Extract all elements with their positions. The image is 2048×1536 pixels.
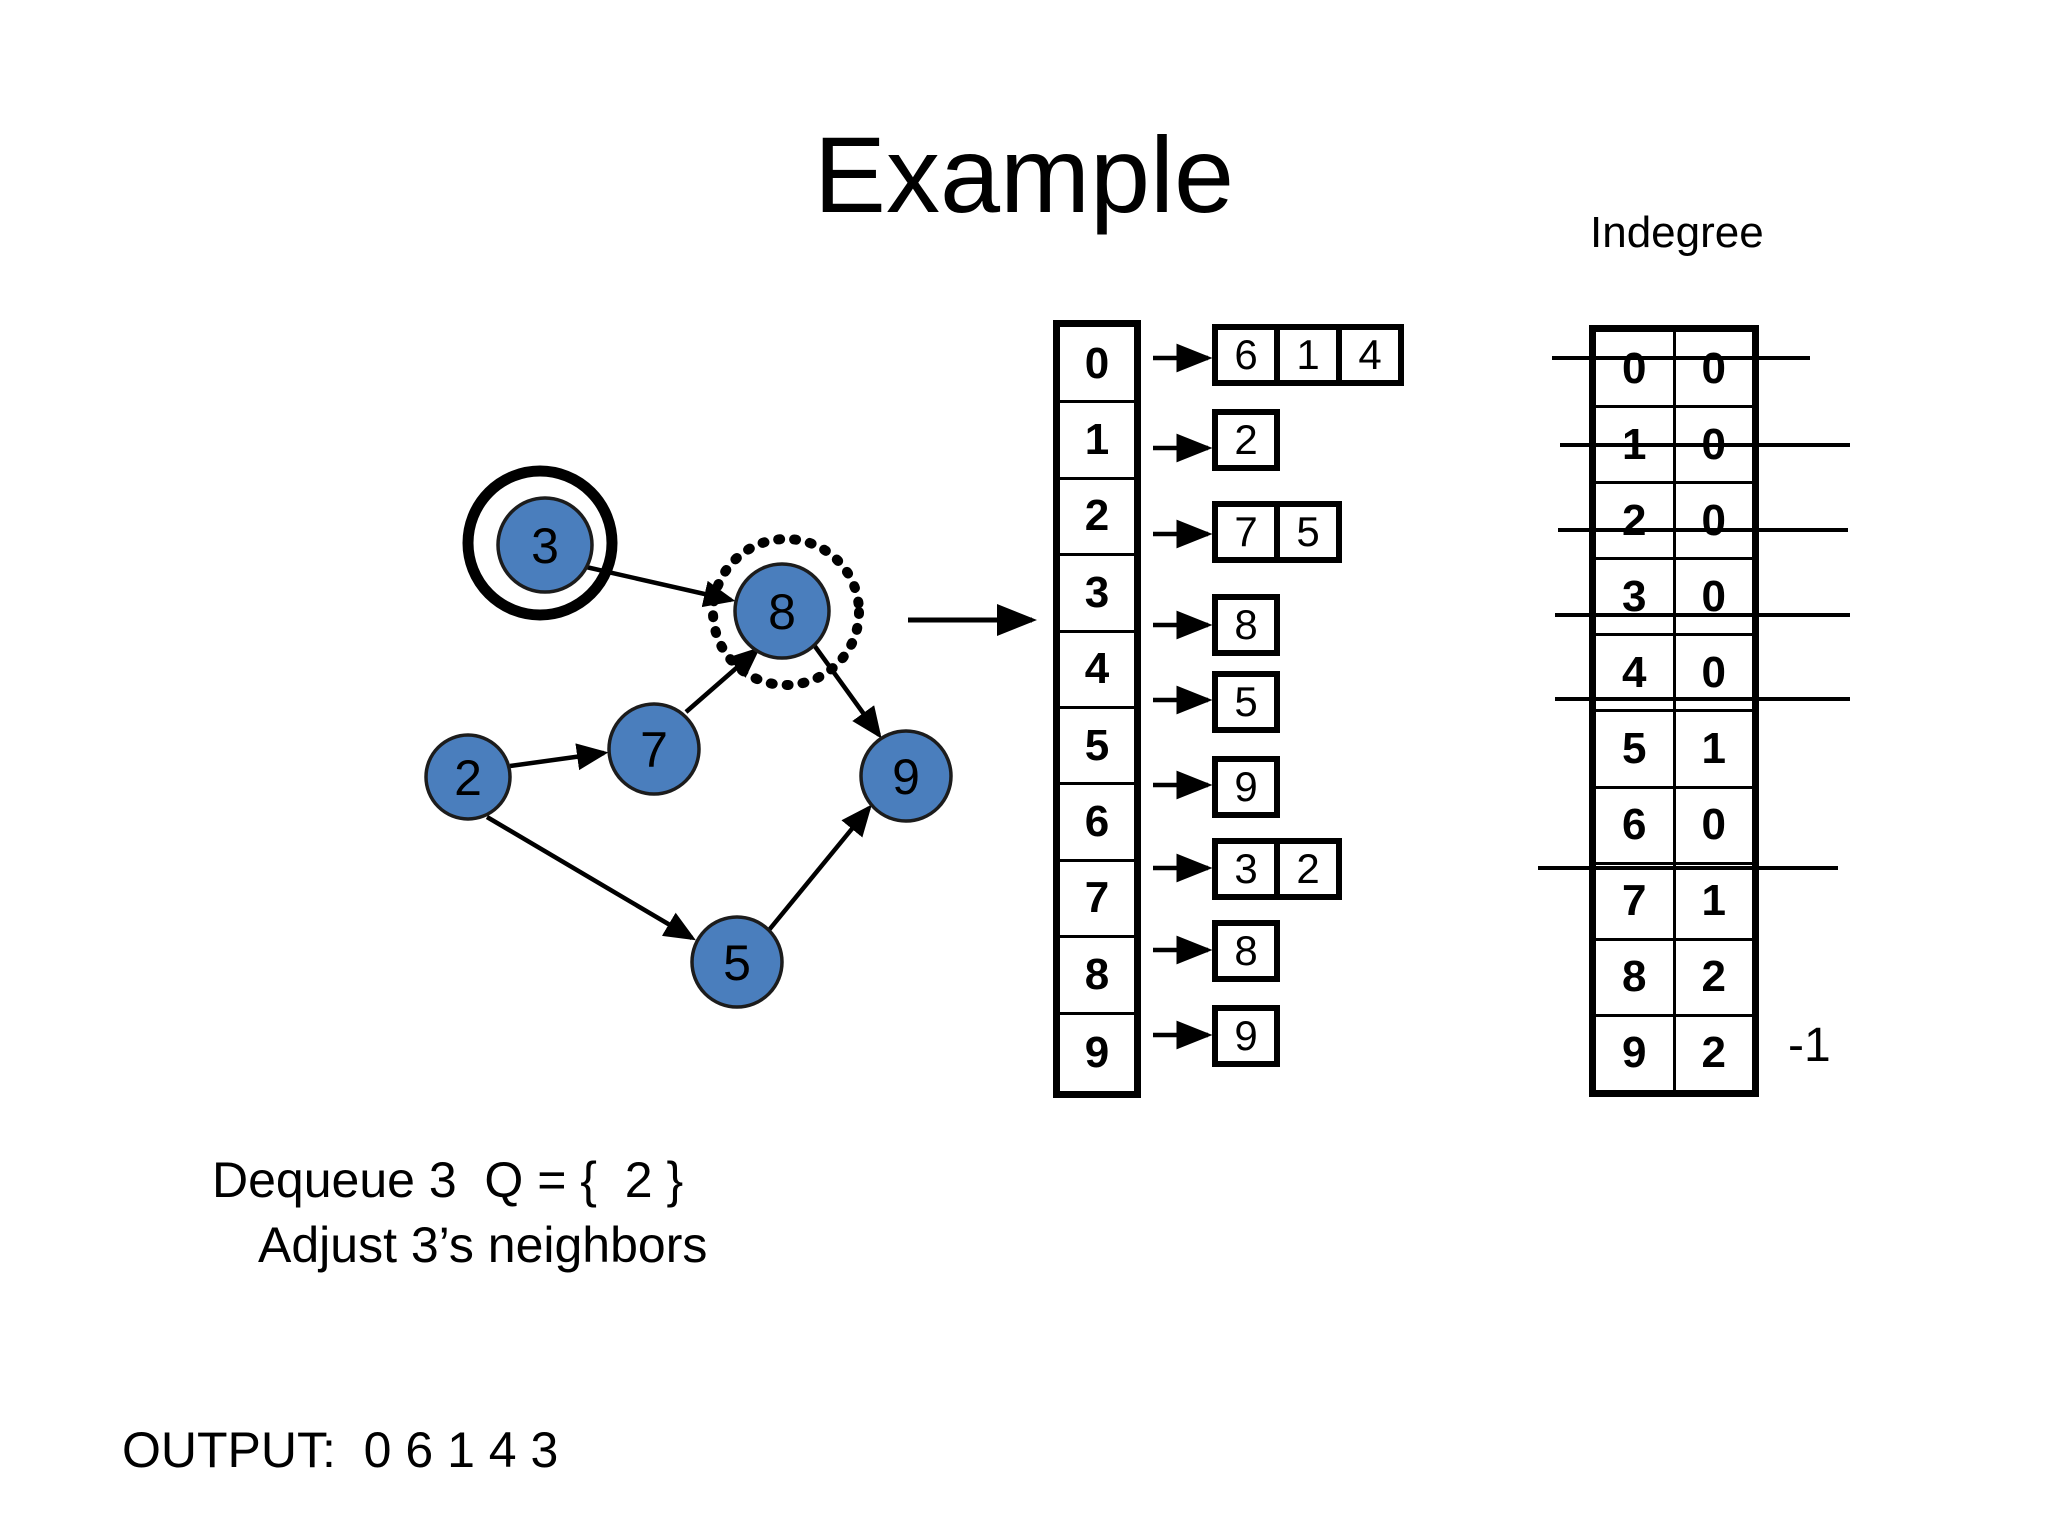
adjacency-row-arrows (1153, 343, 1213, 1050)
graph-node-3 (496, 496, 594, 594)
adjacency-list-cell: 9 (1212, 1005, 1280, 1067)
edge-8-to-9 (812, 643, 882, 739)
indegree-value: 0 (1701, 495, 1726, 545)
indegree-row: 4 0 (1596, 636, 1752, 713)
graph-edges (485, 564, 882, 941)
indegree-heading: Indegree (1590, 208, 1764, 257)
adjacency-index-cell: 8 (1060, 938, 1134, 1015)
indegree-value: 0 (1701, 343, 1726, 393)
adjacency-index-cell: 1 (1060, 403, 1134, 480)
indegree-row: 2 0 (1596, 484, 1752, 561)
adjacency-list-row: 8 (1212, 920, 1280, 982)
highlight-ring-node-3 (462, 465, 618, 621)
adjacency-index-cell: 2 (1060, 480, 1134, 557)
adjacency-list-cell: 2 (1274, 838, 1342, 900)
indegree-key: 0 (1596, 332, 1676, 406)
adjacency-list-cell: 8 (1212, 920, 1280, 982)
indegree-key: 9 (1596, 1016, 1676, 1090)
adjacency-list-cell: 9 (1212, 756, 1280, 818)
adjacency-list-cell: 5 (1212, 671, 1280, 733)
adjacency-list-cell: 5 (1274, 501, 1342, 563)
graph-node-label-7: 7 (640, 722, 668, 778)
indegree-value: 0 (1701, 571, 1726, 621)
adjacency-list-cell: 1 (1274, 324, 1342, 386)
adjacency-index-cell: 9 (1084, 1027, 1110, 1077)
adjacency-list-cell: 6 (1212, 324, 1280, 386)
page-title: Example (813, 114, 1235, 235)
indegree-key: 4 (1596, 636, 1676, 710)
adjacency-index-cell: 0 (1060, 327, 1134, 404)
indegree-strike-row-1 (1560, 443, 1850, 447)
indegree-value: 0 (1701, 647, 1726, 697)
indegree-key: 2 (1596, 484, 1676, 558)
edge-2-to-5 (485, 815, 696, 941)
indegree-value: 2 (1701, 1028, 1726, 1078)
graph-nodes (424, 496, 953, 1009)
adjacency-list-cell: 7 (1212, 501, 1280, 563)
indegree-value: 2 (1701, 952, 1726, 1002)
caption-adjust-line: Adjust 3’s neighbors (258, 1217, 708, 1273)
edge-3-to-8 (585, 564, 736, 608)
adjacency-list-cell: 2 (1212, 409, 1280, 471)
indegree-value: 1 (1701, 876, 1726, 926)
indegree-row: 3 0 (1596, 560, 1752, 637)
indegree-strike-row-4 (1555, 697, 1850, 701)
indegree-row: 9 2 (1596, 1016, 1752, 1090)
graph-node-label-2: 2 (454, 750, 482, 806)
indegree-key: 6 (1596, 788, 1676, 862)
indegree-row: 0 0 (1596, 332, 1752, 409)
output-line: OUTPUT: 0 6 1 4 3 (122, 1422, 559, 1478)
indegree-value: 1 (1701, 724, 1726, 774)
graph-node-8 (733, 562, 831, 660)
adjacency-list-row: 6 1 4 (1212, 324, 1404, 386)
caption-dequeue-line: Dequeue 3 Q = { 2 } (212, 1152, 684, 1208)
indegree-key: 7 (1596, 864, 1676, 938)
highlight-ring-node-8 (708, 534, 864, 690)
adjacency-list-row: 7 5 (1212, 501, 1342, 563)
adjacency-list-row: 5 (1212, 671, 1280, 733)
graph-node-label-9: 9 (892, 749, 920, 805)
indegree-delta-annotation: -1 (1788, 1019, 1831, 1072)
edge-5-to-9 (767, 804, 872, 932)
adjacency-index-cell: 6 (1060, 785, 1134, 862)
adjacency-index-column: 0 1 2 3 4 5 6 7 8 9 (1053, 320, 1141, 1098)
adjacency-list-row: 8 (1212, 594, 1280, 656)
adjacency-list-row: 9 (1212, 756, 1280, 818)
indegree-key: 5 (1596, 712, 1676, 786)
adjacency-list-cell: 8 (1212, 594, 1280, 656)
graph-node-7 (607, 702, 701, 796)
indegree-strike-row-2 (1558, 528, 1848, 532)
indegree-row: 6 0 (1596, 788, 1752, 865)
adjacency-index-cell: 4 (1060, 633, 1134, 709)
indegree-row: 7 1 (1596, 864, 1752, 941)
indegree-row: 8 2 (1596, 940, 1752, 1017)
indegree-key: 3 (1596, 560, 1676, 634)
graph-node-label-5: 5 (723, 935, 751, 991)
graph-node-9 (859, 729, 953, 823)
indegree-row: 5 1 (1596, 712, 1752, 789)
adjacency-index-cell: 3 (1060, 556, 1134, 633)
indegree-value: 0 (1701, 800, 1726, 850)
adjacency-list-cell: 4 (1336, 324, 1404, 386)
indegree-strike-row-3 (1555, 613, 1850, 617)
adjacency-list-row: 9 (1212, 1005, 1280, 1067)
adjacency-list-row: 3 2 (1212, 838, 1342, 900)
adjacency-list-cell: 3 (1212, 838, 1280, 900)
adjacency-index-cell: 7 (1060, 862, 1134, 939)
adjacency-index-cell: 5 (1060, 709, 1134, 786)
graph-node-2 (424, 733, 512, 821)
edge-2-to-7 (509, 743, 609, 771)
graph-node-5 (690, 915, 784, 1009)
graph-node-label-8: 8 (768, 584, 796, 640)
indegree-table: 0 0 1 0 2 0 3 0 4 0 5 1 6 0 7 1 (1589, 325, 1759, 1097)
adjacency-list-row: 2 (1212, 409, 1280, 471)
indegree-strike-row-0 (1552, 356, 1810, 360)
indegree-strike-row-6 (1538, 866, 1838, 870)
indegree-key: 8 (1596, 940, 1676, 1014)
edge-7-to-8 (684, 647, 761, 714)
graph-node-label-3: 3 (531, 518, 559, 574)
